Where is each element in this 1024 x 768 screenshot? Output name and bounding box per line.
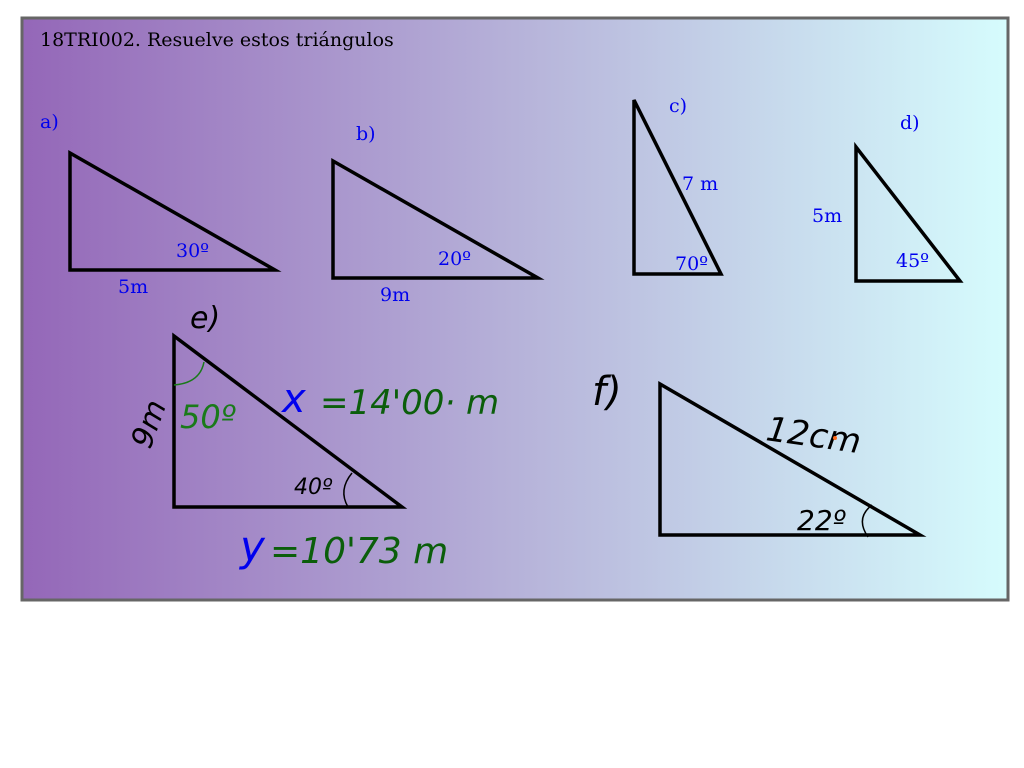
triangle-shape [632, 99, 724, 276]
angle-label: 20º [438, 248, 471, 270]
triangle-shape [658, 380, 927, 537]
triangle-a: a) 30º 5m [40, 111, 282, 298]
triangle-shape [172, 332, 408, 509]
x-value: =14'00· m [320, 383, 499, 423]
side-label: 7 m [682, 173, 718, 195]
problem-label: b) [356, 123, 376, 145]
angle-label: 30º [176, 240, 209, 262]
triangle-shape [854, 141, 964, 283]
angle-label: 22º [797, 504, 846, 537]
angle-bottom-label: 40º [294, 475, 333, 500]
triangle-c: c) 7 m 70º [632, 95, 724, 276]
side-label: 9m [380, 284, 410, 306]
y-variable: y [238, 522, 266, 571]
triangle-shape [331, 157, 545, 280]
angle-label: 70º [675, 253, 708, 275]
angle-top-label: 50º [180, 398, 236, 436]
slide-frame [20, 16, 1010, 602]
problem-label: c) [669, 95, 687, 117]
problem-label: e) [190, 301, 220, 336]
y-value: =10'73 m [270, 531, 448, 572]
triangle-b: b) 20º 9m [331, 123, 545, 306]
triangle-shape [68, 149, 282, 272]
angle-arc [173, 361, 205, 386]
problem-label: d) [900, 112, 920, 134]
problem-label: f) [592, 369, 622, 415]
problem-label: a) [40, 111, 59, 133]
angle-arc [343, 472, 353, 508]
slide-title: 18TRI002. Resuelve estos triángulos [40, 29, 394, 51]
side-label: 5m [812, 205, 842, 227]
angle-label: 45º [896, 250, 929, 272]
side-label: 5m [118, 276, 148, 298]
angle-arc [861, 504, 873, 538]
x-variable: x [280, 376, 306, 422]
triangle-d: d) 5m 45º [812, 112, 964, 283]
pointer-dot [833, 436, 837, 440]
